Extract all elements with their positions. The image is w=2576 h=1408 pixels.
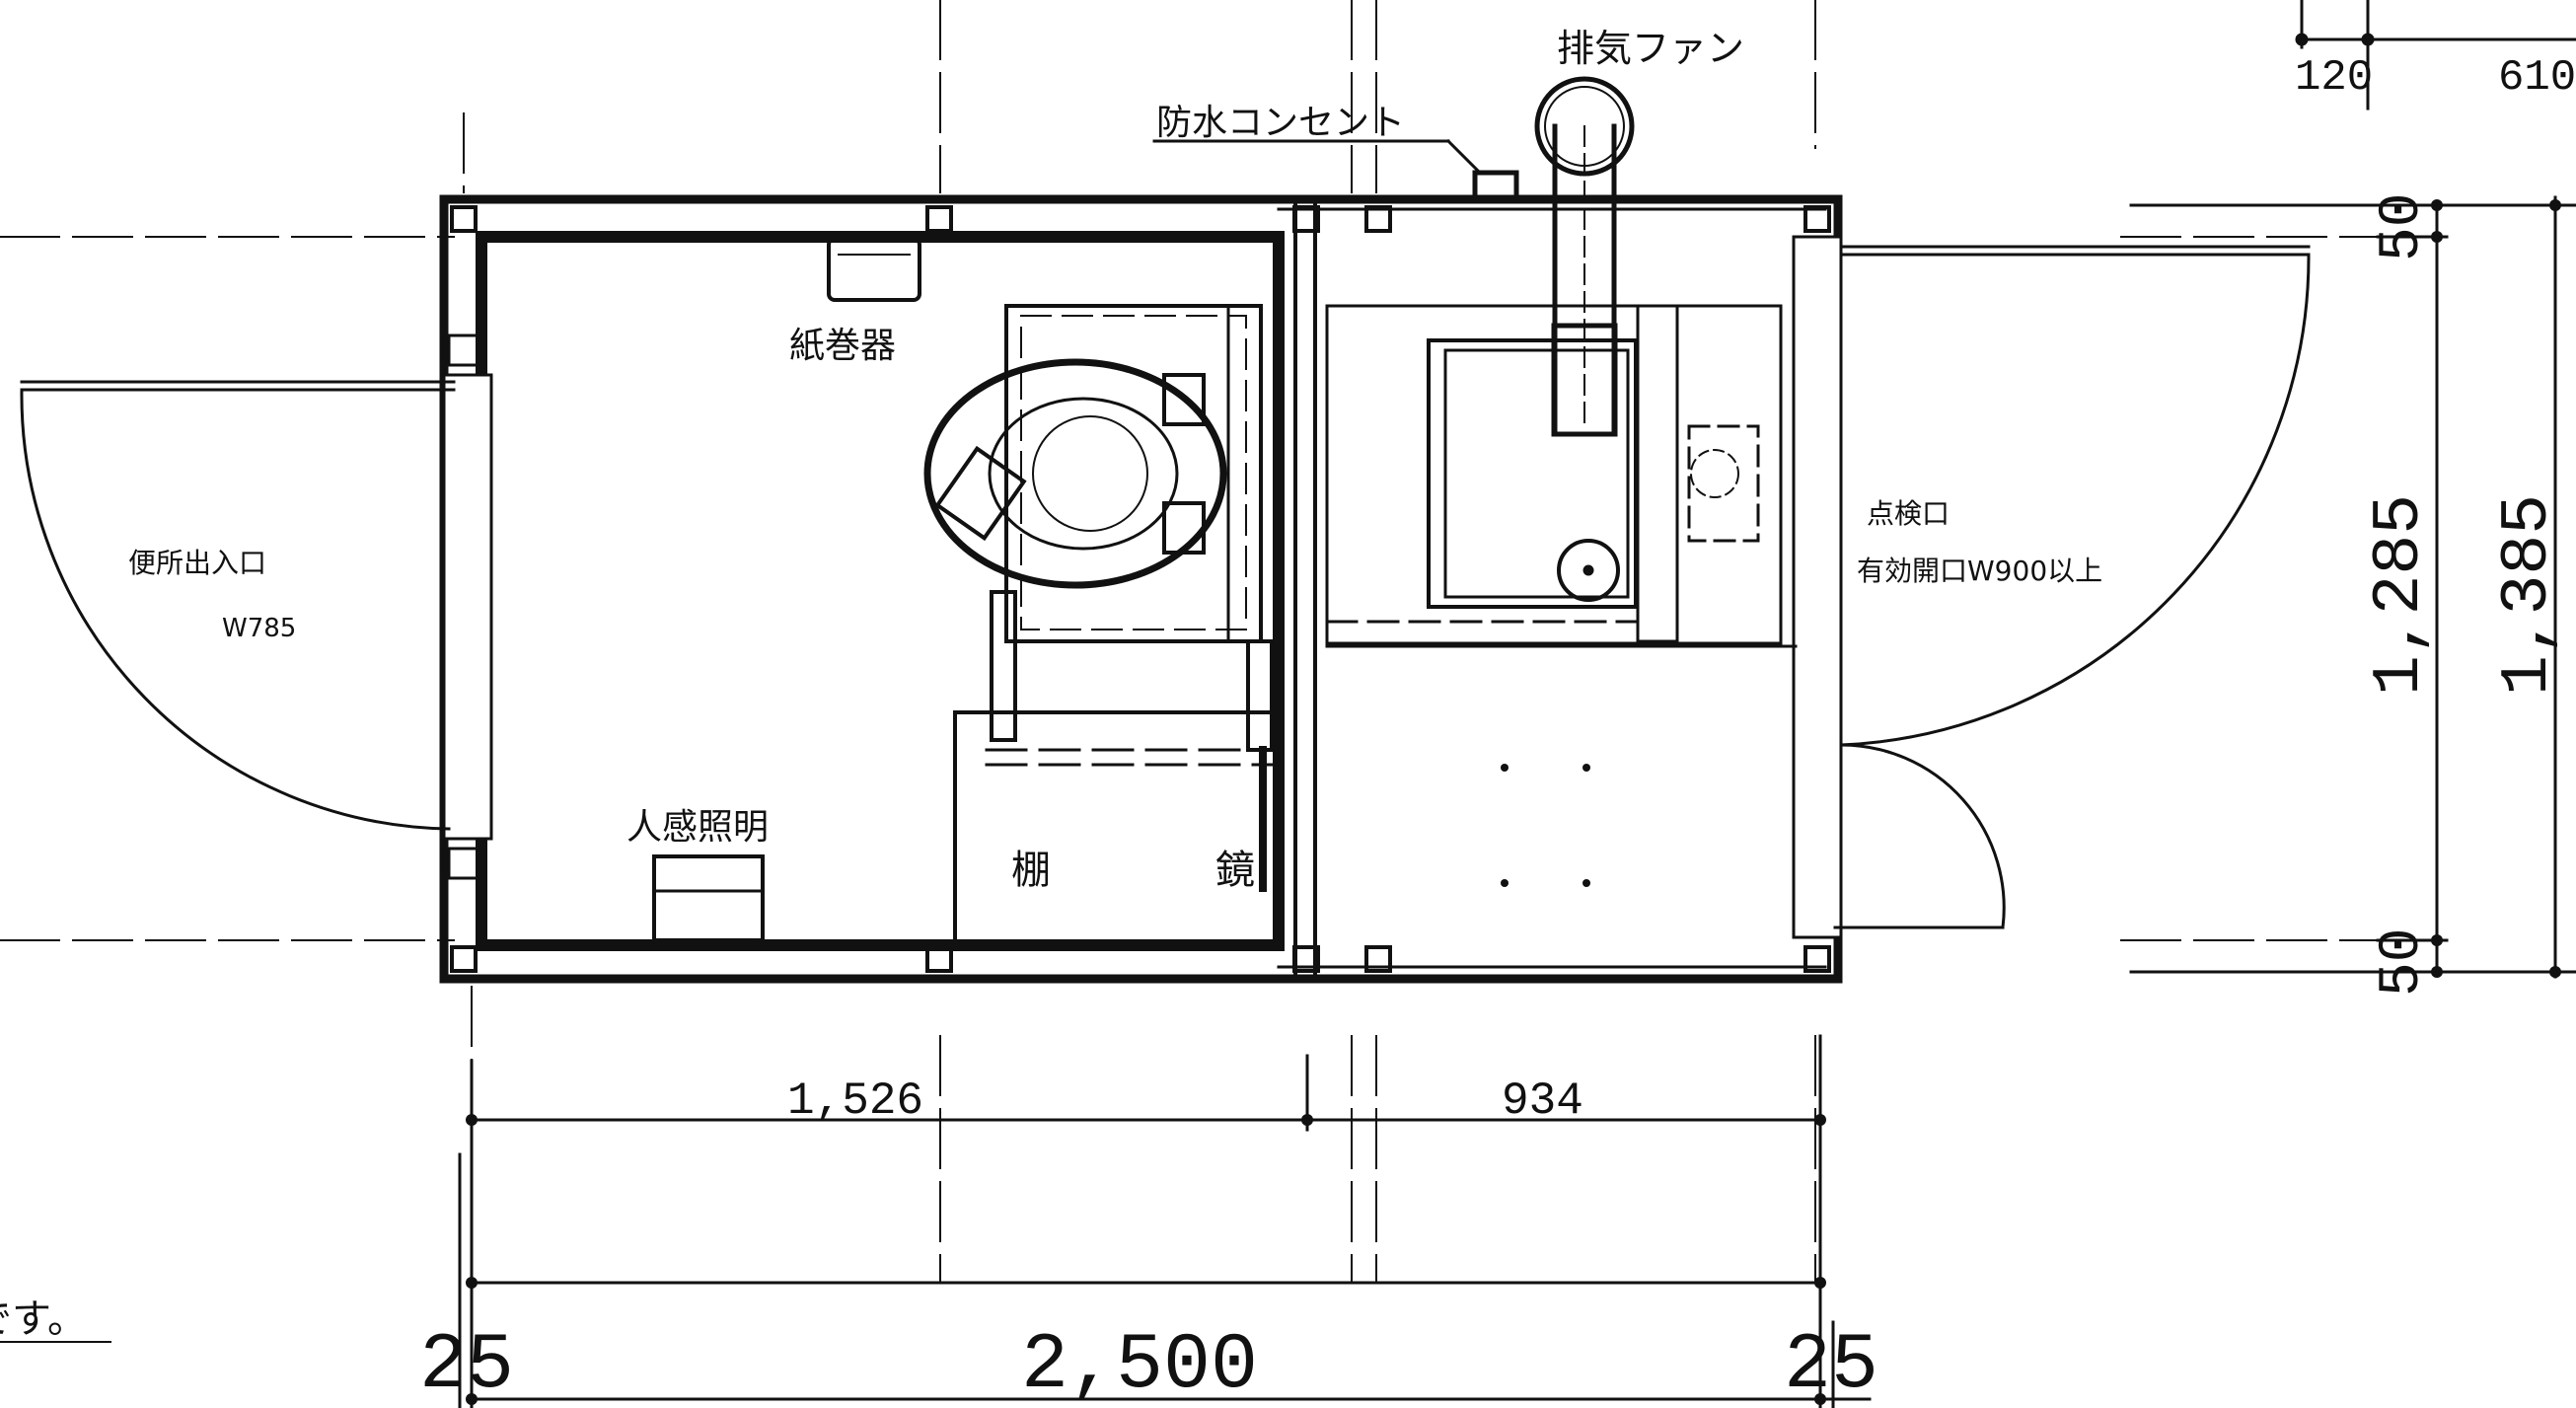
inspection-opening-label: 有効開口W900以上 (1857, 555, 2102, 587)
dim-edge-left: 25 (419, 1321, 514, 1408)
bottom-dimensions (458, 1034, 1872, 1408)
exhaust-fan (1534, 76, 1635, 437)
dim-bottom-right-inner: 934 (1502, 1075, 1583, 1127)
inspection-port-label: 点検口 (1867, 497, 1950, 530)
waterproof-outlet-label: 防水コンセント (1156, 103, 1405, 143)
motion-sensor-light (652, 854, 765, 942)
top-right-dimension (2295, 0, 2576, 111)
bottom-dimension-nodes (466, 1114, 1826, 1405)
dim-bottom-left-inner: 1,526 (787, 1075, 923, 1127)
paper-holder (827, 237, 921, 302)
mirror-label: 鏡 (1215, 848, 1255, 893)
toilet-entrance-label: 便所出入口 (128, 547, 266, 579)
footer-fragment: です。 (0, 1297, 87, 1342)
dim-inner-height: 1,285 (2362, 494, 2438, 696)
counter (953, 590, 1283, 946)
dim-right-top: 50 (2371, 192, 2435, 261)
exhaust-fan-label: 排気ファン (1557, 27, 1744, 70)
labels: 排気ファン 防水コンセント 紙巻器 便所出入口 W785 人感照明 棚 鏡 点検… (0, 27, 2576, 1408)
shelf-label: 棚 (1011, 848, 1051, 893)
dim-overall-height: 1,385 (2490, 494, 2566, 696)
dim-overall-width: 2,500 (1021, 1321, 1258, 1408)
toilet (923, 304, 1263, 643)
dim-edge-right: 25 (1784, 1321, 1878, 1408)
dim-top-left: 120 (2295, 53, 2373, 103)
grid-lines (0, 0, 2428, 1284)
right-dimension-nodes (2431, 199, 2561, 978)
inspection-door (1792, 235, 2311, 939)
tank-unit (1325, 304, 1798, 648)
floor-dots (1501, 764, 1590, 887)
waterproof-outlet (1152, 138, 1519, 202)
entrance-width-label: W785 (222, 614, 296, 643)
dim-right-bottom: 50 (2371, 927, 2435, 997)
dim-top-right: 610 (2498, 53, 2576, 103)
entrance-door (20, 333, 493, 880)
motion-light-label: 人感照明 (626, 807, 769, 848)
paper-holder-label: 紙巻器 (789, 326, 896, 366)
